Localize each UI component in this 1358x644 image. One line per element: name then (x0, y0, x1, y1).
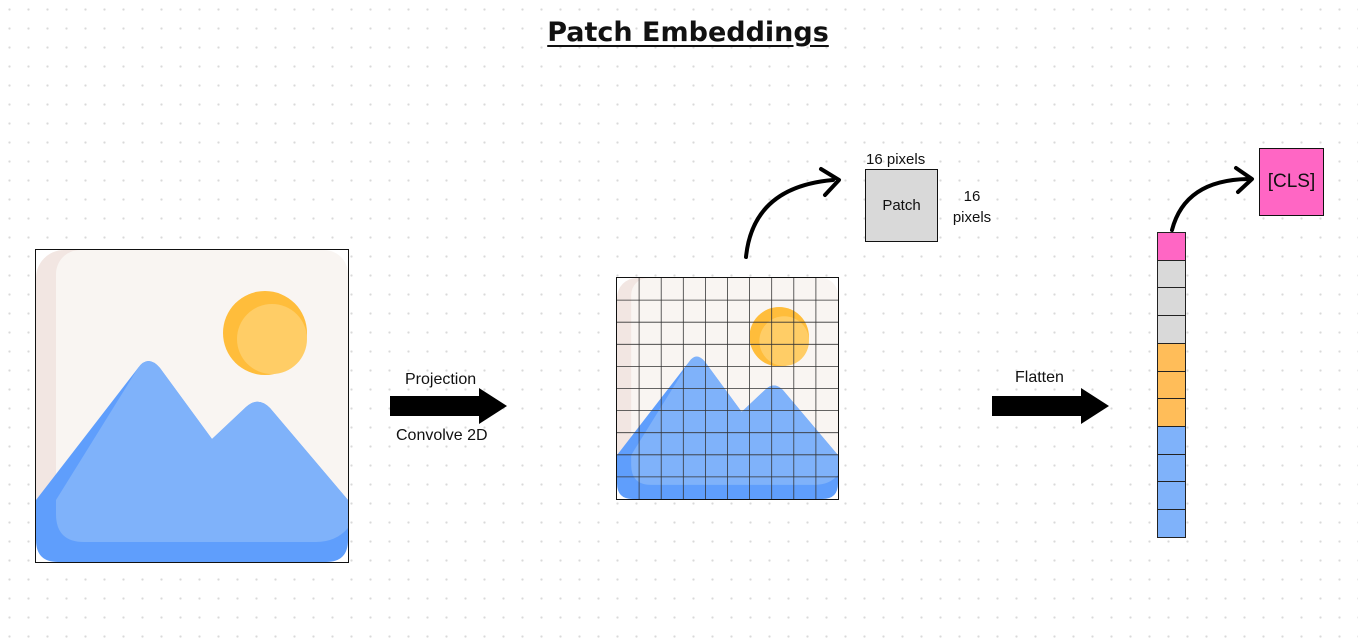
patch-box: Patch (865, 169, 938, 242)
token-sequence (1157, 232, 1186, 538)
cls-token-cell (1157, 232, 1186, 261)
patch-token-cell (1157, 315, 1186, 344)
patch-token-cell (1157, 453, 1186, 483)
patch-token-cell (1157, 509, 1186, 538)
patch-token-cell (1157, 287, 1186, 317)
patch-token-cell (1157, 342, 1186, 372)
patch-grid (617, 278, 838, 499)
projection-label: Projection (405, 371, 477, 388)
projection-arrow (390, 388, 507, 424)
flatten-label: Flatten (1015, 369, 1064, 386)
patch-label: Patch (882, 197, 921, 214)
patch-width-label: 16 pixels (866, 151, 926, 168)
flatten-arrow (992, 388, 1109, 424)
cls-label: [CLS] (1267, 171, 1316, 192)
patch-token-cell (1157, 481, 1186, 511)
patch-token-cell (1157, 370, 1186, 400)
image-grid-icon (617, 278, 838, 499)
patch-token-cell (1157, 425, 1186, 455)
input-image (35, 249, 349, 563)
patch-height-unit: pixels (952, 209, 992, 226)
patch-token-cell (1157, 259, 1186, 289)
cls-token-box: [CLS] (1259, 148, 1324, 216)
page-title: Patch Embeddings (547, 17, 829, 48)
patched-image (616, 277, 839, 500)
cls-curve-arrow (1170, 166, 1254, 232)
patch-height-number: 16 (963, 188, 981, 205)
patch-token-cell (1157, 398, 1186, 428)
patch-height-label: 16 pixels (946, 186, 998, 228)
patch-curve-arrow (744, 167, 841, 259)
image-icon (36, 250, 348, 562)
convolve-label: Convolve 2D (396, 427, 488, 444)
